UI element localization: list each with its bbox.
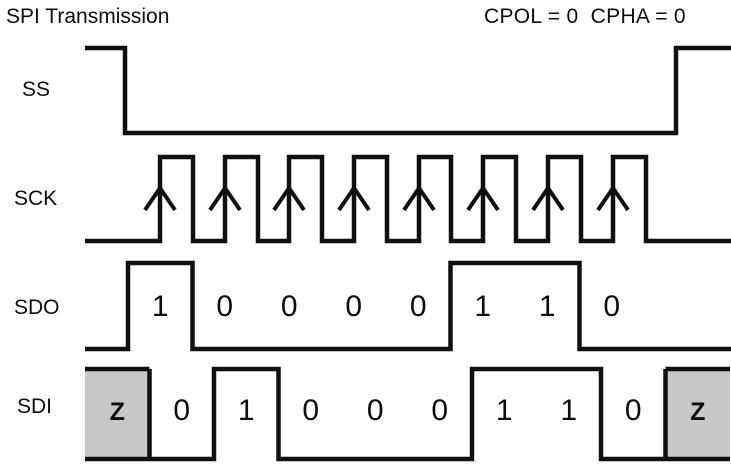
clock-edge-arrow-head-7 xyxy=(531,184,565,212)
highz-block-border-0 xyxy=(85,366,152,462)
sdo-bit-1: 0 xyxy=(216,290,234,323)
waveform-sdi xyxy=(149,366,666,462)
sdo-bit-7: 0 xyxy=(603,290,621,323)
page-title: SPI Transmission xyxy=(6,5,170,28)
waveform-ss xyxy=(85,45,731,136)
sdo-bit-3: 0 xyxy=(345,290,363,323)
sdi-bit-6: 1 xyxy=(495,394,513,427)
waveform-sdo xyxy=(85,260,731,352)
sdi-bit-8: 0 xyxy=(624,394,642,427)
signal-label-sdo: SDO xyxy=(14,296,60,319)
sdi-bit-2: 1 xyxy=(237,394,255,427)
signal-label-sck: SCK xyxy=(14,187,58,210)
sdi-bit-3: 0 xyxy=(302,394,320,427)
sdi-bit-1: 0 xyxy=(173,394,191,427)
sdi-highz-label-0: Z xyxy=(109,398,125,426)
clock-edge-arrow-head-8 xyxy=(596,184,630,212)
highz-blocks xyxy=(85,366,730,462)
clock-edge-arrow-head-3 xyxy=(272,184,306,212)
sdo-bit-2: 0 xyxy=(280,290,298,323)
highz-block-border-9 xyxy=(663,366,730,462)
sdi-bit-5: 0 xyxy=(431,394,449,427)
spi-mode-annotation: CPOL = 0 CPHA = 0 xyxy=(484,5,686,28)
sdo-bit-5: 1 xyxy=(474,290,492,323)
sdi-bit-7: 1 xyxy=(560,394,578,427)
clock-edge-arrows xyxy=(143,184,630,240)
highz-block-0 xyxy=(85,369,150,459)
signal-label-ss: SS xyxy=(22,78,51,101)
highz-block-9 xyxy=(665,369,730,459)
sdo-bit-4: 0 xyxy=(409,290,427,323)
sdo-bit-0: 1 xyxy=(151,290,169,323)
clock-edge-arrow-head-1 xyxy=(143,184,177,212)
clock-edge-arrow-head-6 xyxy=(466,184,500,212)
clock-edge-arrow-head-5 xyxy=(402,184,436,212)
sdo-bit-6: 1 xyxy=(538,290,556,323)
sdi-highz-label-9: Z xyxy=(690,398,706,426)
clock-edge-arrow-head-4 xyxy=(337,184,371,212)
waveform-sck xyxy=(85,154,731,244)
sdi-bit-4: 0 xyxy=(366,394,384,427)
clock-edge-arrow-head-2 xyxy=(208,184,242,212)
signal-label-sdi: SDI xyxy=(17,395,53,418)
